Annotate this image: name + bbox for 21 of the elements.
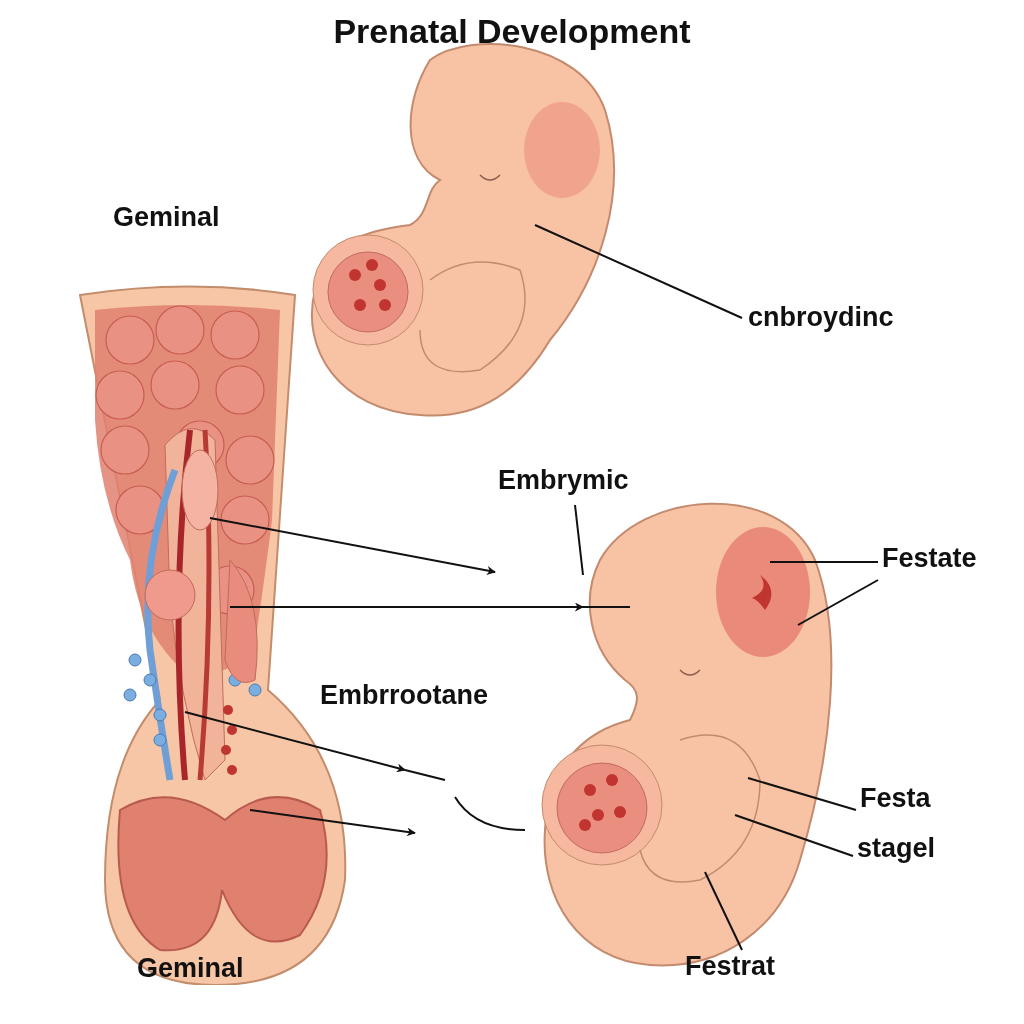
leader-line (797, 579, 879, 626)
leader-line (734, 814, 854, 857)
arrow (209, 517, 496, 575)
leader-line (747, 777, 857, 811)
callout-label: Embrymic (498, 466, 629, 496)
stage-label: Embrrootane (320, 681, 489, 711)
arrow (249, 809, 416, 837)
title: Prenatal Development (332, 12, 692, 51)
callout-label: stagel (857, 834, 936, 864)
leader-line (534, 224, 743, 319)
leader-line (574, 504, 584, 576)
arrow (229, 602, 584, 612)
callout-label: Festa (860, 784, 931, 814)
callout-label: Festrat (685, 952, 776, 982)
callout-label: cnbroydinc (748, 303, 894, 333)
stage-label: Geminal (137, 954, 244, 984)
arrow (184, 711, 406, 773)
stage-label: Geminal (113, 203, 220, 233)
leader-line (704, 871, 743, 951)
leader-line (769, 561, 879, 563)
callout-label: Festate (882, 544, 977, 574)
